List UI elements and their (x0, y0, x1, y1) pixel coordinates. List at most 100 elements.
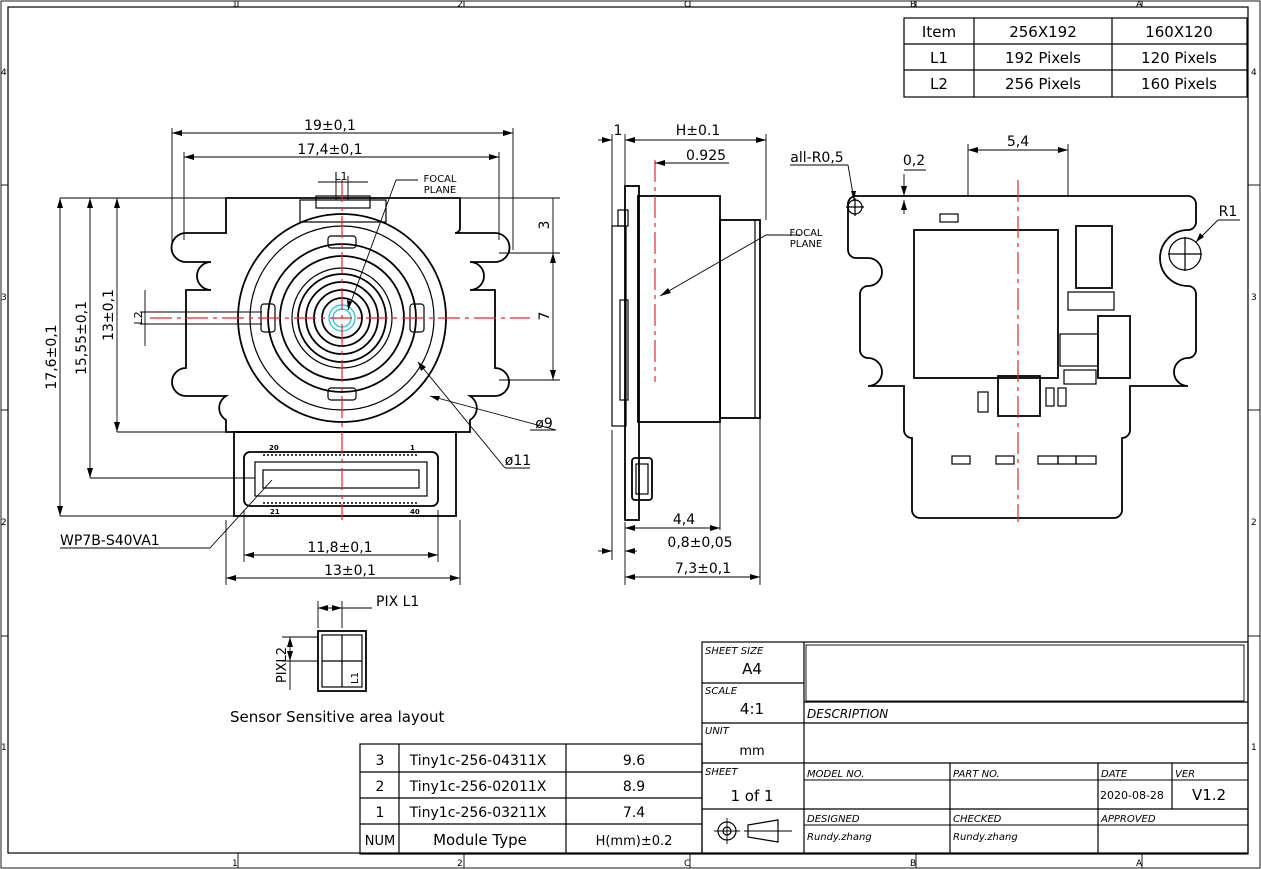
pixel-table-cell: L1 (930, 49, 948, 67)
pixel-table-cell: L2 (930, 75, 948, 93)
module-table-header-h: H(mm)±0.2 (596, 834, 673, 849)
module-table: 3 Tiny1c-256-04311X 9.6 2 Tiny1c-256-020… (359, 743, 703, 855)
dim-r1: R1 (1219, 204, 1238, 220)
pixel-table-cell: 256 Pixels (1005, 75, 1081, 93)
zone-bottom-c: C (684, 859, 690, 869)
date-value: 2020-08-28 (1100, 789, 1164, 802)
zone-top-a: A (1136, 0, 1143, 10)
description-label: DESCRIPTION (807, 707, 888, 721)
pixel-table-header-item: Item (922, 23, 956, 41)
back-view: all-R0,5 0,2 5,4 R1 (790, 134, 1240, 522)
pixel-table-cell: 120 Pixels (1141, 49, 1217, 67)
back-chip (913, 229, 1059, 379)
front-view-outline (170, 197, 511, 433)
zone-left-4: 4 (1, 68, 7, 78)
module-table-cell: 1 (376, 805, 385, 821)
projection-symbol-icon (714, 818, 792, 844)
module-table-cell: 7.4 (623, 805, 645, 821)
zone-bottom-2: 2 (457, 859, 463, 869)
dim-0-8: 0,8±0,05 (667, 535, 732, 551)
dim-1: 1 (614, 123, 623, 139)
module-table-cell: 8.9 (623, 779, 645, 795)
zone-left-1: 1 (1, 743, 7, 753)
module-table-cell: Tiny1c-256-02011X (409, 779, 547, 795)
module-table-header-type: Module Type (433, 831, 527, 849)
side-focal-plane-2: PLANE (790, 239, 822, 250)
sensor-l1-label: L1 (350, 672, 361, 684)
back-view-outline (847, 195, 1197, 519)
focal-plane-label-2: PLANE (424, 185, 456, 196)
side-focal-plane-1: FOCAL (789, 228, 822, 239)
dim-7-3: 7,3±0,1 (675, 561, 731, 577)
ver-value: V1.2 (1192, 786, 1226, 804)
model-no-label: MODEL NO. (807, 769, 864, 780)
dim-5-4: 5,4 (1007, 134, 1029, 150)
zone-top-2: 2 (457, 0, 463, 10)
front-view: 20 1 21 40 (44, 118, 560, 585)
dim-bottom-inner: 11,8±0,1 (307, 540, 372, 556)
pixel-table-header-256: 256X192 (1009, 23, 1077, 41)
zone-bottom-1: 1 (232, 859, 238, 869)
connector-pin-21: 21 (270, 508, 280, 516)
focal-plane-label-1: FOCAL (423, 174, 456, 185)
unit-label: UNIT (705, 726, 730, 737)
approved-label: APPROVED (1100, 814, 1156, 825)
designed-label: DESIGNED (807, 814, 860, 825)
module-table-cell: 9.6 (623, 753, 645, 769)
part-no-label: PART NO. (953, 769, 1000, 780)
dim-height-total: 17,6±0,1 (44, 324, 60, 389)
pixel-table: Item 256X192 160X120 L1 192 Pixels 120 P… (903, 17, 1248, 98)
side-pcb (624, 185, 640, 521)
zone-right-3: 3 (1251, 293, 1257, 303)
zone-bottom-b: B (910, 859, 916, 869)
dim-r0-5: all-R0,5 (790, 150, 843, 166)
title-block: SHEET SIZE SCALE UNIT SHEET MODEL NO. PA… (701, 641, 1249, 855)
pixel-table-cell: 192 Pixels (1005, 49, 1081, 67)
date-label: DATE (1101, 769, 1128, 780)
pix-l2-label: PIXL2 (275, 647, 290, 683)
zone-top-b: B (910, 0, 916, 10)
dim-0-2: 0,2 (903, 153, 925, 169)
module-table-cell: Tiny1c-256-04311X (409, 753, 547, 769)
connector-tab (233, 431, 457, 517)
zone-bottom-a: A (1136, 859, 1143, 869)
dim-l2: L2 (132, 311, 145, 324)
dim-l1: L1 (334, 170, 347, 183)
scale-value: 4:1 (740, 700, 764, 718)
dia-11: ø11 (505, 453, 531, 469)
unit-value: mm (739, 744, 764, 759)
dim-7: 7 (537, 312, 553, 321)
pix-l1-label: PIX L1 (376, 594, 419, 610)
connector-pin-1: 1 (410, 444, 415, 452)
connector-pin-20: 20 (269, 444, 279, 452)
sensor-layout: PIX L1 PIXL2 L1 Sensor Sensitive area la… (230, 594, 444, 726)
sheet-label: SHEET (705, 767, 739, 778)
dim-h: H±0.1 (676, 123, 721, 139)
checked-value: Rundy.zhang (953, 832, 1018, 843)
dim-3: 3 (537, 221, 553, 230)
zone-right-2: 2 (1251, 518, 1257, 528)
zone-right-4: 4 (1251, 68, 1257, 78)
connector-body (243, 451, 439, 507)
module-table-cell: Tiny1c-256-03211X (409, 805, 547, 821)
zone-left-2: 2 (1, 518, 7, 528)
dim-4-4: 4,4 (673, 512, 695, 528)
designed-value: Rundy.zhang (807, 832, 872, 843)
zone-left-3: 3 (1, 293, 7, 303)
sensor-layout-caption: Sensor Sensitive area layout (230, 708, 444, 726)
dim-0925: 0.925 (686, 148, 726, 164)
pixel-table-header-160: 160X120 (1145, 23, 1213, 41)
sheet-size-value: A4 (742, 660, 762, 678)
dim-width-outer: 19±0,1 (304, 118, 356, 134)
dim-height-inner: 13±0,1 (101, 289, 117, 341)
module-table-cell: 2 (376, 779, 385, 795)
side-view: 1 H±0.1 0.925 FOCAL PLANE 4,4 0,8±0,05 7… (598, 123, 823, 585)
scale-label: SCALE (705, 686, 738, 697)
zone-top-1: 1 (232, 0, 238, 10)
checked-label: CHECKED (953, 814, 1002, 825)
dia-9: ø9 (535, 416, 552, 432)
sheet-size-label: SHEET SIZE (705, 646, 764, 657)
